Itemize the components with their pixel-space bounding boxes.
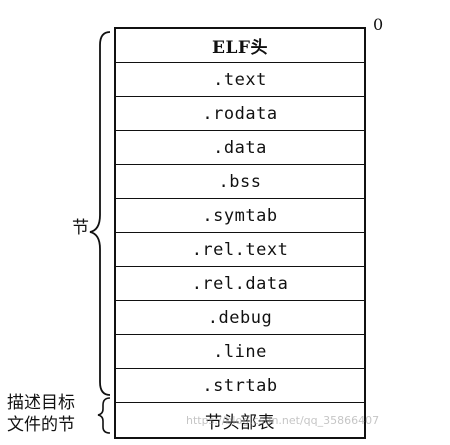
row-section: .rodata — [116, 97, 364, 131]
row-section: .line — [116, 335, 364, 369]
section-header-table-description: 描述目标 文件的节 — [7, 392, 102, 436]
elf-layout-table: ELF头 .text .rodata .data .bss .symtab .r… — [114, 27, 366, 439]
row-section: .data — [116, 131, 364, 165]
row-section-header-table: 节头部表 — [205, 412, 275, 433]
section-header-table-brace — [97, 397, 111, 434]
row-section: .rel.data — [116, 267, 364, 301]
row-section: .bss — [116, 165, 364, 199]
row-section: .symtab — [116, 199, 364, 233]
description-line-1: 描述目标 — [7, 393, 75, 413]
description-line-2: 文件的节 — [7, 415, 75, 435]
sections-brace — [89, 31, 111, 396]
row-section: .text — [116, 63, 364, 97]
row-section: .rel.text — [116, 233, 364, 267]
watermark-text: https://blog.csdn.net/qq_35866407 — [186, 414, 380, 427]
row-section: .strtab — [116, 369, 364, 403]
row-section: .debug — [116, 301, 364, 335]
offset-zero-label: 0 — [373, 15, 384, 34]
row-elf-header: ELF头 — [116, 29, 364, 63]
sections-label: 节 — [72, 218, 89, 238]
